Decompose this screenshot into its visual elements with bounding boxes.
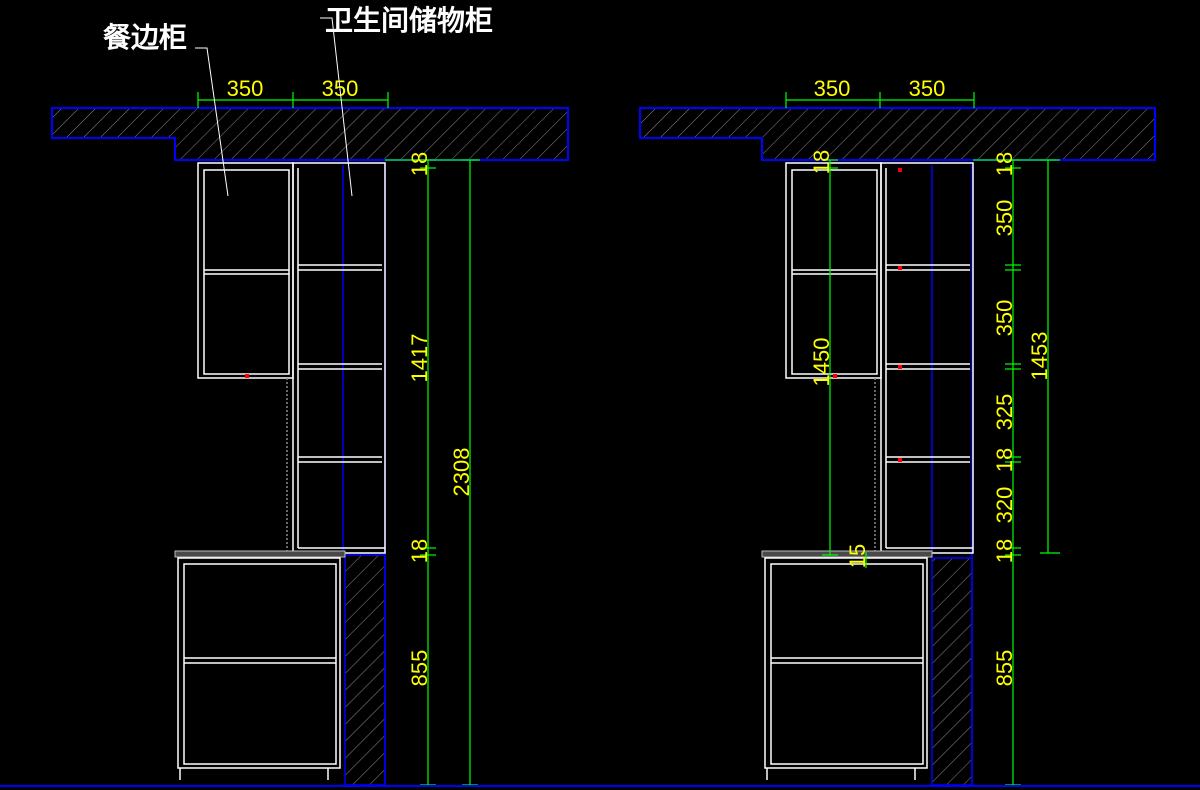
right-shelf-18-top: 18	[992, 152, 1017, 176]
sideboard-label: 餐边柜	[103, 22, 187, 54]
left-leaders	[195, 17, 353, 197]
left-dim-top-18: 18	[407, 152, 432, 176]
right-marker-sideboard	[833, 374, 837, 378]
left-marker	[245, 374, 249, 378]
left-dim-2308: 2308	[449, 448, 474, 497]
left-elevation: 350 350 18 1417 18 855 2308 餐边柜 卫生间储物柜	[51, 5, 569, 786]
left-vertical-dimension-lines	[385, 159, 480, 786]
left-storage-cabinet	[286, 162, 386, 554]
right-base-cabinet	[764, 557, 928, 780]
right-wall-column	[931, 557, 973, 786]
bathroom-storage-label: 卫生间储物柜	[325, 5, 493, 37]
right-top-width-2: 350	[909, 76, 946, 101]
left-dim-1417: 1417	[407, 334, 432, 383]
right-inner-1450: 1450	[809, 338, 834, 387]
left-top-width-1: 350	[227, 76, 264, 101]
left-upper-sideboard	[197, 162, 294, 379]
left-dim-855: 855	[407, 650, 432, 687]
right-shelf-350-a: 350	[992, 200, 1017, 237]
right-shelf-18-mid: 18	[992, 448, 1017, 472]
right-inner-15: 15	[845, 544, 870, 568]
right-countertop	[761, 550, 933, 558]
right-shelf-dimension-lines	[973, 159, 1060, 786]
right-shelf-325: 325	[992, 394, 1017, 431]
right-top-dimension	[785, 92, 975, 108]
left-base-cabinet	[177, 557, 341, 780]
right-inner-dimension-lines	[822, 159, 867, 568]
right-ceiling-slab	[639, 107, 1156, 161]
right-elevation: 350 350 18 1450 15	[639, 76, 1156, 786]
right-shelf-markers	[898, 168, 902, 462]
right-inner-18: 18	[809, 150, 834, 174]
right-shelf-18-bottom: 18	[992, 539, 1017, 563]
left-wall-column	[344, 554, 386, 786]
left-dim-mid-18: 18	[407, 539, 432, 563]
right-shelf-350-b: 350	[992, 300, 1017, 337]
right-shelf-320: 320	[992, 487, 1017, 524]
left-countertop	[174, 550, 346, 558]
right-shelf-855: 855	[992, 650, 1017, 687]
right-dim-1453: 1453	[1027, 332, 1052, 381]
right-top-width-1: 350	[814, 76, 851, 101]
left-top-dimension	[197, 92, 389, 108]
left-ceiling-slab	[51, 107, 569, 161]
right-storage-cabinet	[874, 162, 974, 554]
